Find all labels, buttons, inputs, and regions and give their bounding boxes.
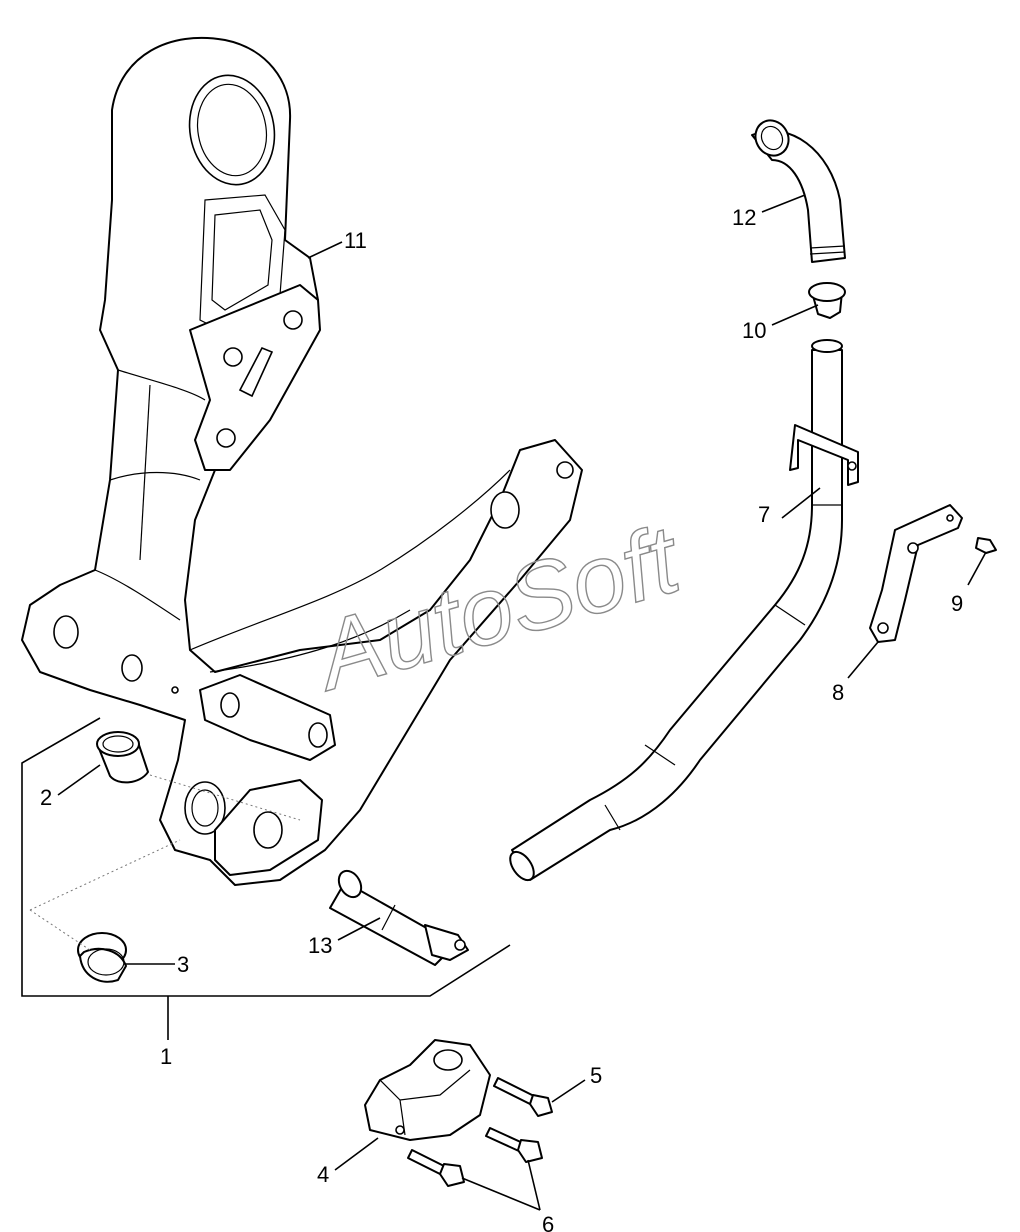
elbow-fitting [751,119,846,263]
mounting-bracket [869,504,963,643]
callout-2: 2 [40,785,52,810]
callout-6: 6 [542,1212,554,1232]
callout-9: 9 [951,591,963,616]
leader-lines [57,194,987,1211]
callout-8: 8 [832,680,844,705]
clamp-block [364,1039,491,1141]
bolt-9 [975,537,997,554]
rubber-plug [808,282,846,319]
callout-10: 10 [742,318,766,343]
callout-7: 7 [758,502,770,527]
callout-11: 11 [344,228,367,253]
breather-pipe [509,339,859,882]
bushing-upper [96,731,149,784]
callout-12: 12 [732,205,756,230]
group-bracket-1 [21,717,511,997]
callout-4: 4 [317,1162,329,1187]
bolt-6b [407,1149,465,1187]
bolt-6a [485,1127,543,1163]
pivot-pin [329,869,469,966]
callout-1: 1 [160,1044,172,1069]
lift-arm-frame [21,36,583,886]
bolt-5 [493,1077,553,1117]
callout-3: 3 [177,952,189,977]
callout-13: 13 [308,933,332,958]
callout-5: 5 [590,1063,602,1088]
bushing-flanged [77,932,127,983]
